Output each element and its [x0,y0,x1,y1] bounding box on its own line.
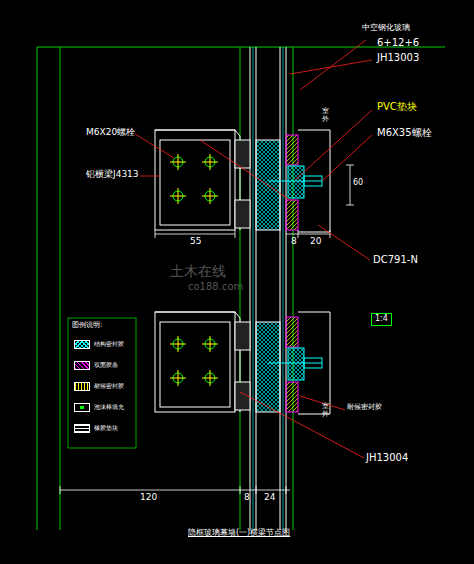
drawing-label: 中空钢化玻璃 [362,24,410,33]
leader-line [135,134,174,158]
leader-line [200,140,290,200]
leader-line [290,60,372,74]
frame-line [60,47,61,530]
legend-sample [74,424,90,433]
glass-pane [256,47,257,530]
transom-lower [286,317,298,347]
drawing-label: 120 [140,493,157,503]
dimension-lines [60,165,354,494]
legend-text: 橡胶垫块 [94,425,118,432]
leader-line [295,110,372,180]
legend-sample [74,361,90,370]
leader-line [322,135,372,181]
scale-box: 1:4 [371,313,392,326]
dimension-line [240,486,241,494]
transom-lower [286,382,298,412]
watermark: co188.com [188,281,243,292]
glass-pane [293,47,294,530]
drawing-label: M6X35螺栓 [377,127,432,138]
transom-upper [155,130,330,232]
dimension-line [346,205,354,206]
drawing-label: 6+12+6 [377,37,419,48]
transom-lower [268,363,322,364]
drawing-label: 8 [244,493,250,503]
drawing-label: JH13004 [366,452,408,463]
transom-upper [235,140,250,168]
dimension-line [155,234,235,235]
transom-lower [256,322,280,412]
drawing-label: 室外 [322,108,329,123]
drawing-label: 60 [353,179,363,188]
drawing-label: 55 [190,237,201,247]
frame-lines [37,47,445,530]
transom-upper [286,200,298,230]
legend-frame [68,318,136,448]
legend-frame [68,318,136,448]
drawing-label: 室外 [322,403,329,418]
glass-pane [250,47,251,530]
leader-line [140,176,160,177]
dimension-line [298,230,299,238]
transom-upper [155,130,240,230]
dimension-line [286,234,330,235]
glass-pane [253,47,254,530]
scale-text: 1:4 [375,315,388,324]
legend-text: 泡沫棒填充 [94,404,124,411]
watermark: 土木在线 [170,264,226,279]
transom-upper [286,135,298,165]
drawing-label: 8 [291,237,297,247]
glass-pane [286,47,287,530]
legend-sample [74,340,90,349]
glass-pane [280,47,281,530]
leader-lines [135,40,372,458]
legend-text: 耐候密封胶 [94,383,124,390]
transom-upper [235,200,250,228]
dimension-line [346,165,354,166]
leader-line [240,392,364,458]
transom-upper [288,166,304,198]
leader-line [318,225,370,260]
dimension-line [60,490,290,491]
glass-panes [250,47,293,530]
dimension-line [256,486,257,494]
legend-sample [74,382,90,391]
transom-upper [268,181,322,182]
drawing-label: M6X20螺栓 [86,128,135,138]
caption: 隐框玻璃幕墙(一)横梁节点图 [188,529,290,538]
dimension-line [155,230,156,238]
legend-text: 结构密封胶 [94,341,124,348]
drawing-label: DC791-N [373,254,418,265]
dimension-line [350,165,351,205]
legend-sample [74,403,90,412]
transom-lower [155,312,240,412]
drawing-label: PVC垫块 [377,101,417,112]
dimension-line [286,486,287,494]
transom-upper [155,130,235,230]
transom-lower [155,312,330,414]
frame-line [37,47,38,530]
screw-hole [170,336,218,386]
transom-lower [235,322,250,350]
drawing-label: 24 [264,493,275,503]
dimension-line [330,230,331,238]
glass-pane [283,47,284,530]
screw-hole [170,154,218,204]
transom-lower [288,348,304,380]
drawing-label: JH13003 [377,52,419,63]
transom-lower [160,322,230,407]
drawing-label: 耐候密封胶 [347,404,382,412]
legend-title: 图例说明: [72,322,102,330]
legend-text: 双面胶条 [94,362,118,369]
transom-lower [155,312,235,412]
leader-line [300,40,366,90]
drawing-label: 铝横梁J4313 [86,170,139,180]
drawing-label: 20 [310,237,321,247]
dimension-line [235,230,236,238]
dimension-line [60,486,61,494]
